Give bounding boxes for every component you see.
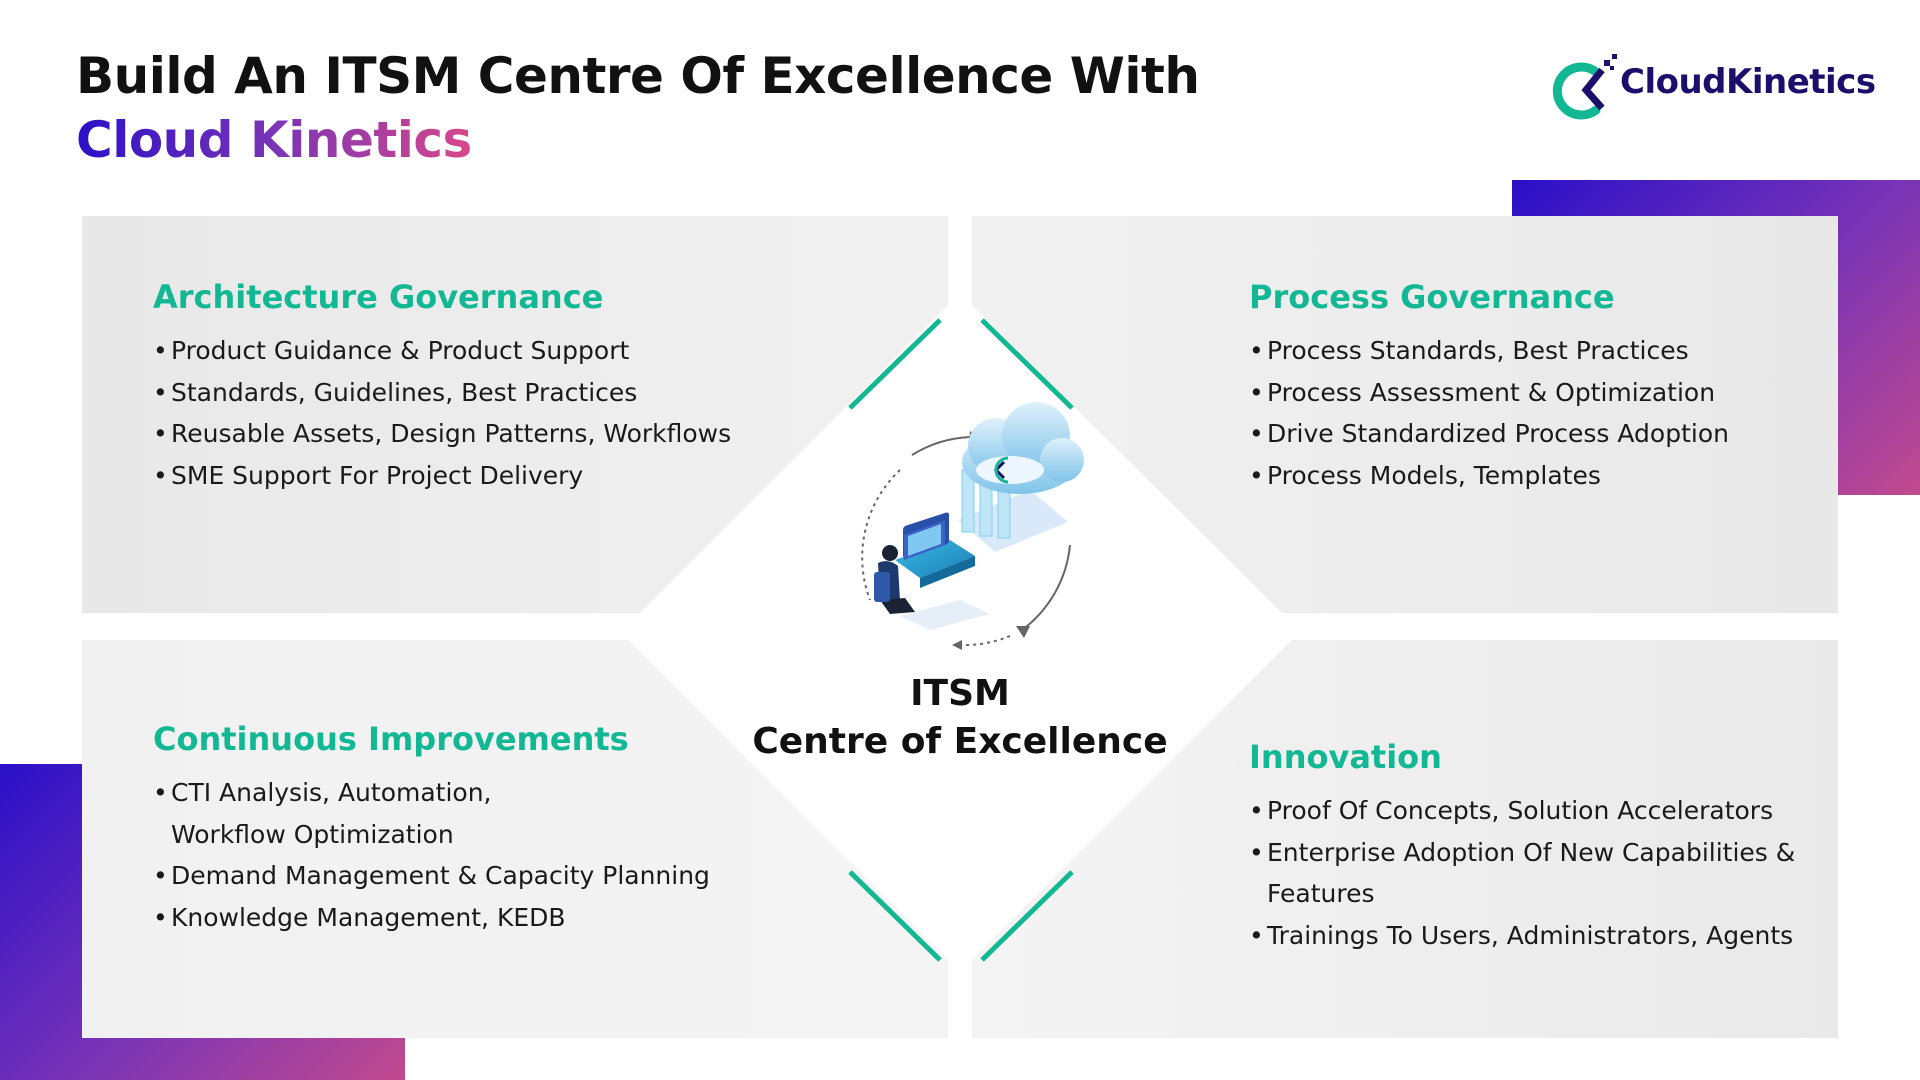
page-title: Build An ITSM Centre Of Excellence With …: [76, 44, 1200, 172]
center-label-line2: Centre of Excellence: [752, 721, 1168, 762]
cloudkinetics-logo: CloudKinetics: [1550, 50, 1876, 122]
section-title: Architecture Governance: [153, 278, 604, 316]
bullet-list: CTI Analysis, Automation, Workflow Optim…: [153, 772, 710, 938]
bullet-list: Product Guidance & Product Support Stand…: [153, 330, 731, 496]
list-item: Drive Standardized Process Adoption: [1249, 413, 1729, 455]
list-item: Demand Management & Capacity Planning: [153, 855, 710, 897]
list-item: Enterprise Adoption Of New Capabilities …: [1249, 832, 1795, 874]
bullet-list: Process Standards, Best Practices Proces…: [1249, 330, 1729, 496]
page-title-line2: Cloud Kinetics: [76, 108, 472, 172]
ck-logo-icon: [1552, 54, 1617, 120]
teal-stroke-top-right: [980, 318, 1074, 410]
bullet-list: Proof Of Concepts, Solution Accelerators…: [1249, 790, 1795, 956]
list-item: CTI Analysis, Automation,: [153, 772, 710, 814]
teal-stroke-top-left: [848, 318, 942, 410]
list-item: Reusable Assets, Design Patterns, Workfl…: [153, 413, 731, 455]
list-item: Standards, Guidelines, Best Practices: [153, 372, 731, 414]
cycle-arrow-right: [1021, 544, 1071, 631]
arrow-head: [952, 640, 962, 650]
section-innovation: Innovation Proof Of Concepts, Solution A…: [1249, 736, 1795, 956]
list-item: Process Assessment & Optimization: [1249, 372, 1729, 414]
list-item: Process Standards, Best Practices: [1249, 330, 1729, 372]
section-process-governance: Process Governance Process Standards, Be…: [1249, 276, 1729, 496]
center-label-line1: ITSM: [910, 673, 1010, 714]
person-at-desk: [874, 512, 990, 630]
list-item: Trainings To Users, Administrators, Agen…: [1249, 915, 1795, 957]
section-title: Process Governance: [1249, 278, 1615, 316]
cycle-arrow-bottom: [959, 635, 1011, 647]
list-item: SME Support For Project Delivery: [153, 455, 731, 497]
list-item: Process Models, Templates: [1249, 455, 1729, 497]
list-item-continuation: Features: [1267, 879, 1375, 908]
section-title: Continuous Improvements: [153, 720, 629, 758]
page-title-line1: Build An ITSM Centre Of Excellence With: [76, 47, 1200, 105]
panel-continuous-improvements: [82, 640, 948, 1038]
cycle-arrow-left: [861, 469, 901, 601]
center-label: ITSM Centre of Excellence: [730, 670, 1190, 766]
cycle-arrow-top: [911, 436, 971, 456]
logo-wordmark: CloudKinetics: [1620, 62, 1876, 102]
teal-stroke-bottom-right: [980, 870, 1074, 962]
teal-stroke-bottom-left: [848, 870, 942, 962]
section-continuous-improvements: Continuous Improvements CTI Analysis, Au…: [153, 718, 710, 938]
section-architecture-governance: Architecture Governance Product Guidance…: [153, 276, 731, 496]
list-item: Proof Of Concepts, Solution Accelerators: [1249, 790, 1795, 832]
arrow-head: [1016, 626, 1030, 638]
list-item: Product Guidance & Product Support: [153, 330, 731, 372]
list-item-continuation: Workflow Optimization: [171, 819, 454, 849]
cloud-shape: [962, 402, 1084, 494]
section-title: Innovation: [1249, 738, 1442, 776]
list-item: Knowledge Management, KEDB: [153, 897, 710, 939]
